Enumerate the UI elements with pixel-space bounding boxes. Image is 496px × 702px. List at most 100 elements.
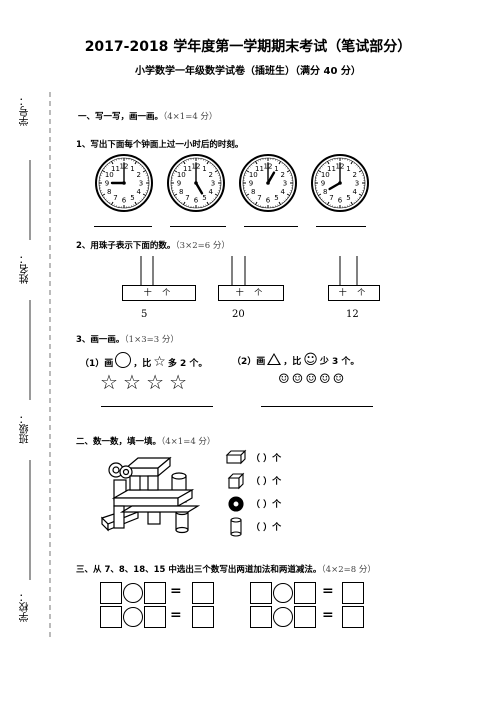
clock-tick (278, 161, 281, 165)
clock-tick (355, 200, 357, 202)
count-cuboid-answer[interactable]: （ ）个 (251, 454, 282, 464)
clock-tick (211, 200, 213, 202)
clock-tick (246, 193, 250, 196)
page-title: 2017-2018 学年度第一学期期末考试（笔试部分） (84, 39, 412, 55)
clock-tick (286, 193, 290, 196)
clock-tick (214, 196, 217, 198)
q1-title: 1、写出下面每个钟面上过一小时后的时刻。 (76, 140, 244, 150)
clock-tick (107, 164, 109, 166)
clock-tick (255, 161, 258, 165)
q3-heading: 3、画一画。（1×3=3 分） (76, 333, 179, 345)
clock-tick (137, 162, 139, 165)
abacus-2[interactable]: 十 个 (218, 285, 284, 301)
operator-circle[interactable] (273, 607, 293, 627)
clock-tick (353, 162, 355, 165)
clock-tick (289, 192, 291, 194)
abacus-1[interactable]: 十 个 (122, 285, 196, 301)
clock-number: 11 (183, 165, 192, 173)
clock-tick (109, 162, 111, 165)
section1-title: 一、写一写，画一画。 (78, 112, 164, 122)
number-box[interactable] (144, 582, 166, 604)
result-box[interactable] (342, 606, 364, 628)
clock-tick (113, 160, 115, 162)
clock-tick (142, 196, 145, 198)
smiley-row: ☺☺☺☺☺ (278, 372, 346, 387)
result-box[interactable] (192, 606, 214, 628)
clock-tick (321, 166, 323, 168)
clock-tick (217, 172, 219, 174)
section2-heading: 二、数一数，填一填。（4×1=4 分） (76, 435, 215, 447)
clock-tick (211, 164, 213, 166)
smiley-face-icon: ☺ (278, 372, 292, 387)
clock-tick (245, 172, 247, 174)
number-box[interactable] (100, 606, 122, 628)
section1-score: （4×1=4 分） (163, 112, 218, 122)
number-box[interactable] (294, 606, 316, 628)
clock-tick (255, 201, 258, 205)
clock-tick (101, 192, 103, 194)
clock-tick (175, 196, 178, 198)
clock-tick (183, 161, 186, 165)
result-box[interactable] (342, 582, 364, 604)
clock-tick (107, 200, 109, 202)
operator-circle[interactable] (123, 583, 143, 603)
clock-number: 5 (202, 194, 206, 202)
number-box[interactable] (294, 582, 316, 604)
block-stack-illustration (100, 456, 201, 534)
section2-score: （4×1=4 分） (161, 437, 216, 447)
operator-circle[interactable] (273, 583, 293, 603)
count-cylinder-answer[interactable]: （ ）个 (251, 523, 282, 533)
clock-tick (321, 198, 323, 200)
clock-tick (350, 201, 353, 205)
number-box[interactable] (250, 582, 272, 604)
clock-tick (175, 168, 178, 170)
clock-tick (283, 164, 285, 166)
clock-tick (327, 161, 330, 165)
q2-score: （3×2=6 分） (175, 241, 230, 251)
clock-tick (181, 162, 183, 165)
clock-tick (109, 201, 111, 204)
clock-tick (245, 192, 247, 194)
clock-number: 7 (257, 194, 261, 202)
clock-number: 11 (327, 165, 336, 173)
answer-line-1[interactable] (94, 226, 152, 227)
section2-title: 二、数一数，填一填。 (76, 437, 162, 447)
clock-number: 4 (136, 188, 141, 196)
draw-area-1[interactable] (101, 406, 213, 407)
clock-number: 5 (274, 194, 278, 202)
abacus-3[interactable]: 十 个 (328, 285, 380, 301)
operator-circle[interactable] (123, 607, 143, 627)
clock-number: 10 (105, 171, 114, 179)
smiley-face-icon: ☺ (332, 372, 347, 387)
clock-tick (177, 166, 179, 168)
section3-heading: 三、从 7、8、18、15 中选出三个数写出两道加法和两道减法。（4×2=8 分… (76, 563, 376, 575)
clock-tick (319, 168, 322, 170)
answer-line-2[interactable] (170, 226, 226, 227)
clock-tick (134, 161, 137, 165)
clock-tick (137, 201, 139, 204)
clock-tick (353, 201, 355, 204)
clock-tick (173, 172, 175, 174)
clock-tick (145, 192, 147, 194)
clock-tick (350, 161, 353, 165)
count-ring-answer[interactable]: （ ）个 (251, 500, 282, 510)
clock-tick (205, 160, 207, 162)
clock-number: 4 (208, 188, 213, 196)
clock-tick (174, 193, 178, 196)
draw-area-2[interactable] (261, 406, 373, 407)
clock-tick (253, 162, 255, 165)
clock-tick (103, 196, 106, 198)
clock-number: 3 (139, 180, 143, 188)
clock-tick (285, 198, 287, 200)
answer-line-4[interactable] (316, 226, 366, 227)
number-box[interactable] (100, 582, 122, 604)
clock-tick (349, 160, 351, 162)
clock-tick (251, 164, 253, 166)
count-cube-answer[interactable]: （ ）个 (251, 477, 282, 487)
number-box[interactable] (144, 606, 166, 628)
number-box[interactable] (250, 606, 272, 628)
answer-line-3[interactable] (244, 226, 298, 227)
result-box[interactable] (192, 582, 214, 604)
clock-number: 6 (338, 197, 343, 205)
